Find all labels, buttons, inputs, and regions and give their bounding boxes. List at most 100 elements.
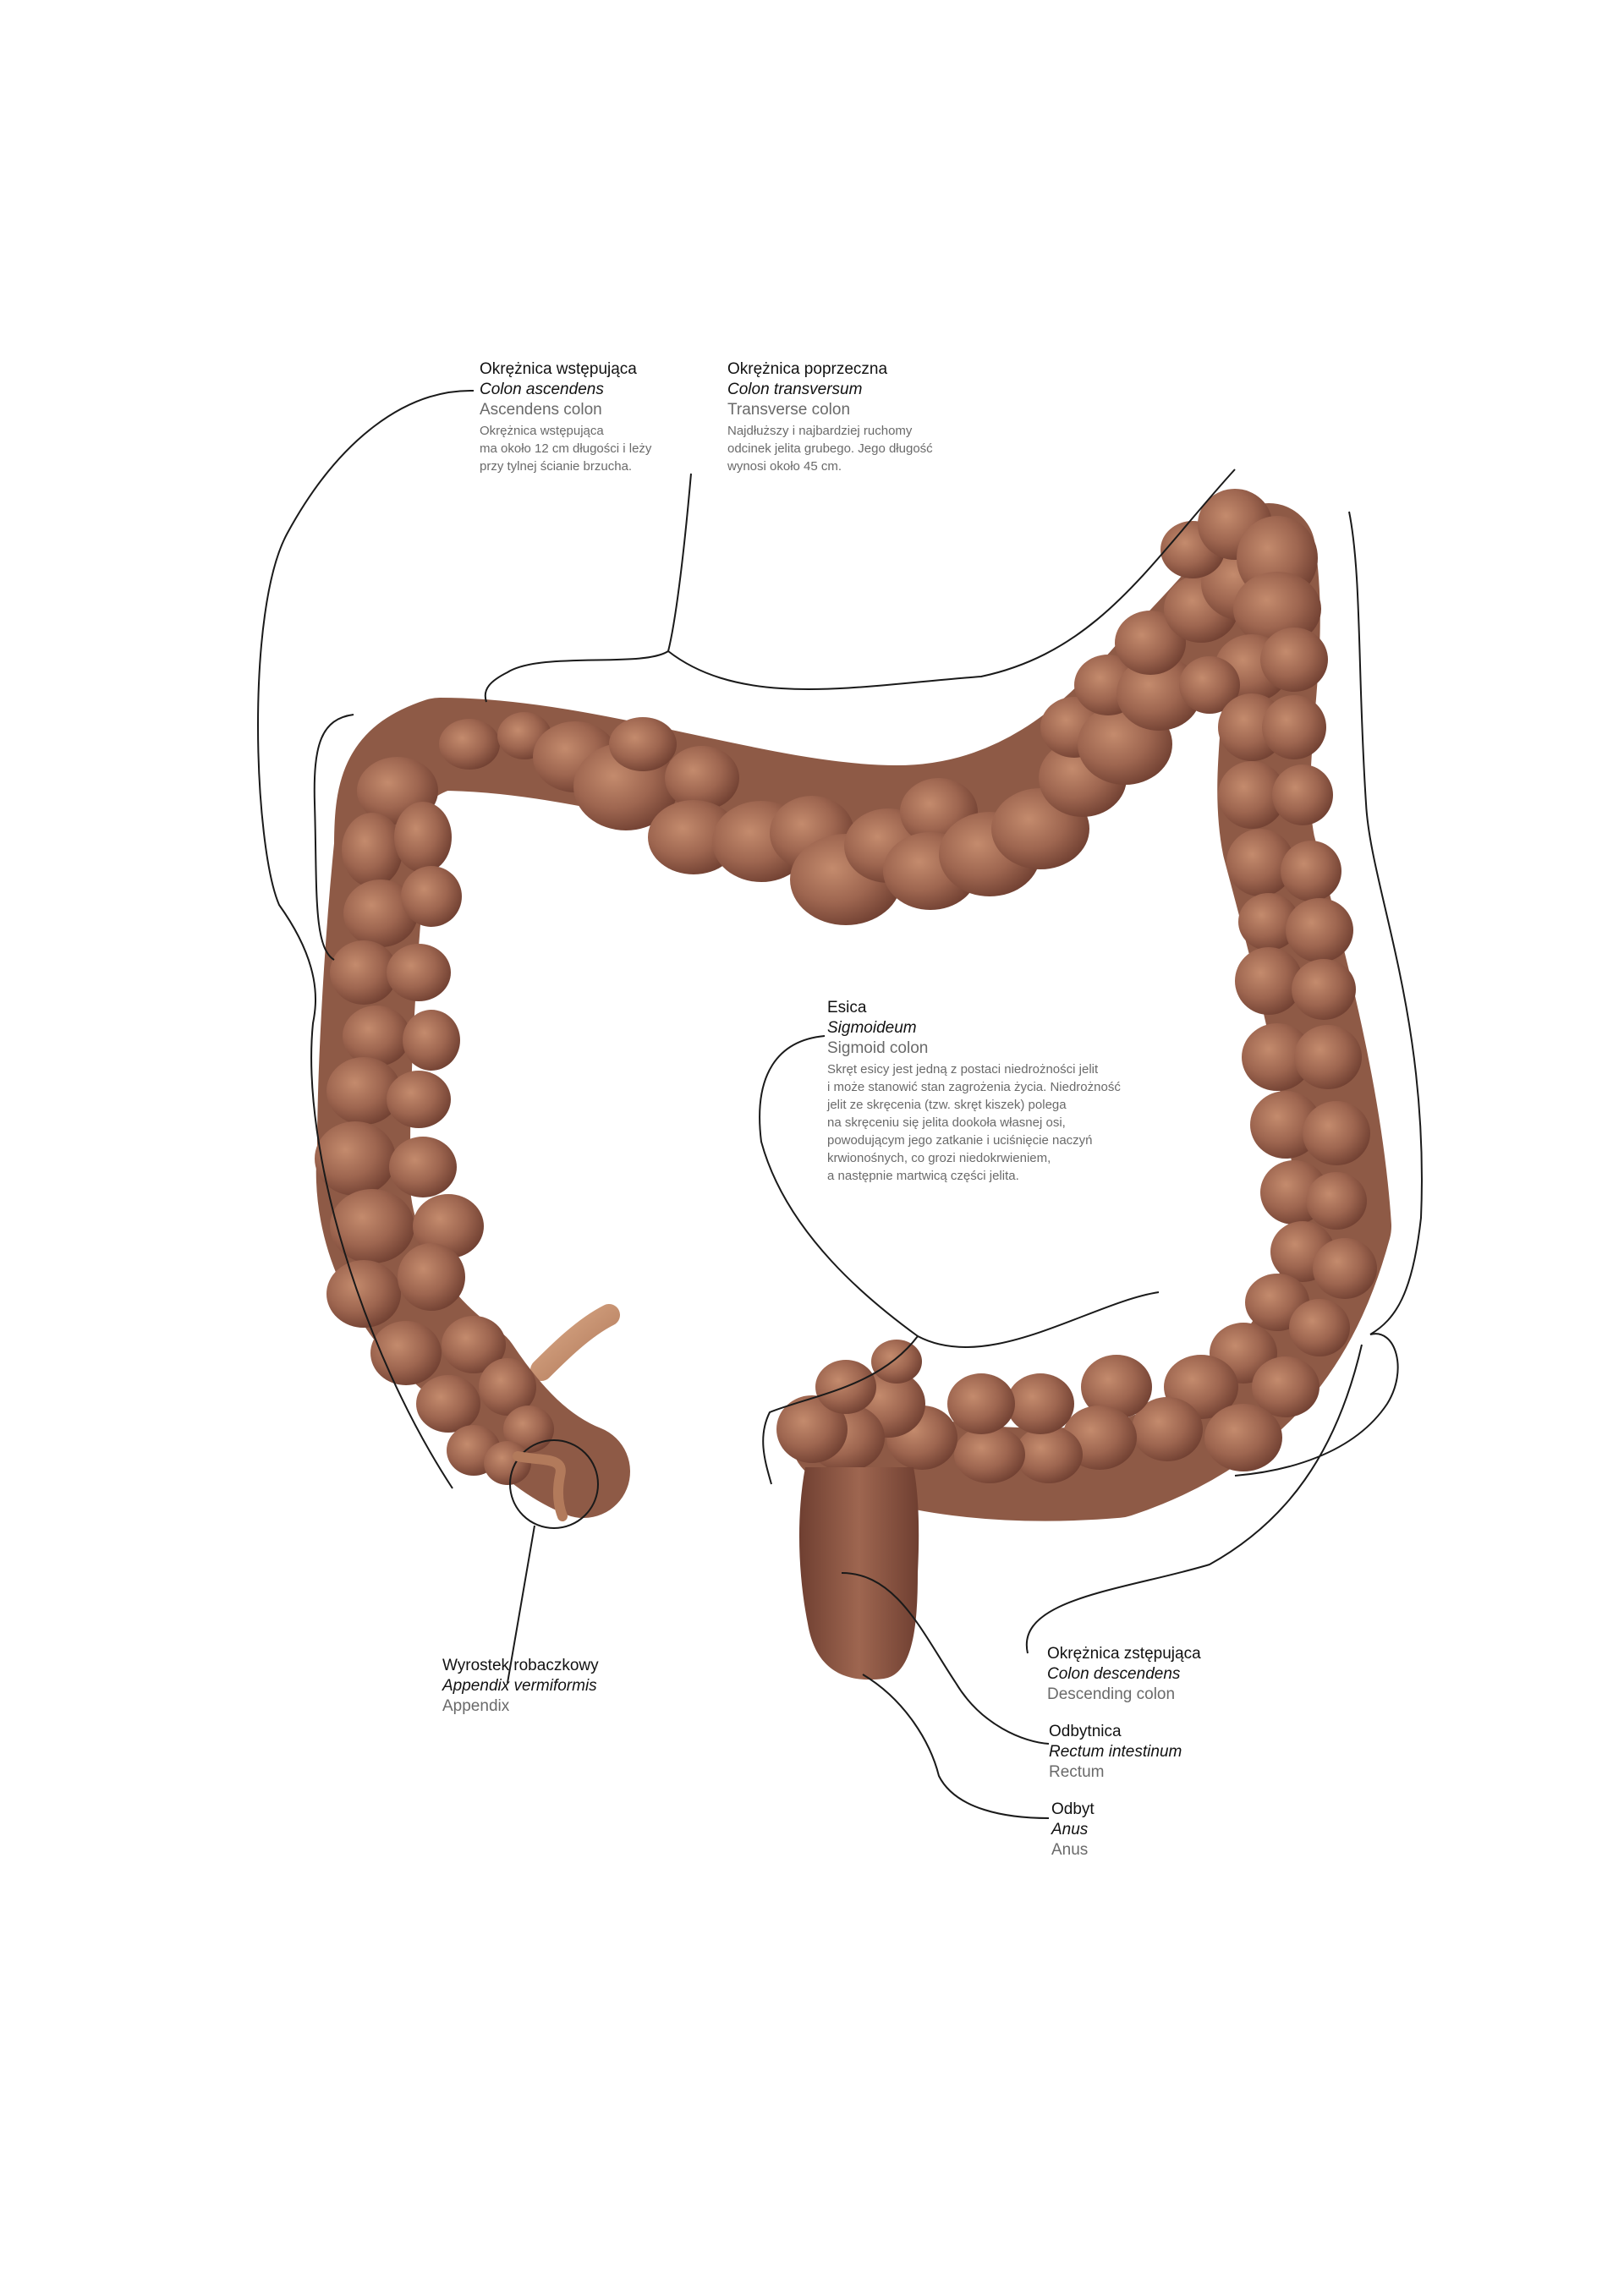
- haustrum-pouch: [1252, 1356, 1320, 1417]
- haustrum-pouch: [484, 1441, 531, 1485]
- haustrum-pouch: [947, 1373, 1015, 1434]
- haustrum-pouch: [315, 1121, 396, 1196]
- haustrum-pouch: [1289, 1299, 1350, 1356]
- rectum-leader-line: [841, 1572, 1050, 1745]
- label-ascending-colon: Okrężnica wstępująca Colon ascendens Asc…: [480, 359, 651, 475]
- descending-english: Descending colon: [1047, 1685, 1176, 1703]
- haustrum-pouch: [1233, 572, 1321, 646]
- sigmoid-desc-line: jelit ze skręcenia (tzw. skręt kiszek) p…: [827, 1098, 1067, 1112]
- transverse-leader-line: [484, 473, 692, 703]
- rectum-english: Rectum: [1049, 1763, 1105, 1781]
- sigmoid-desc-line: Skręt esicy jest jedną z postaci niedroż…: [827, 1062, 1099, 1077]
- rectum-shape: [798, 1467, 919, 1680]
- transverse-desc-line: Najdłuższy i najbardziej ruchomy: [727, 424, 913, 438]
- ascending-leader-line: [257, 389, 475, 1489]
- haustrum-pouch: [387, 944, 451, 1001]
- haustrum-pouch: [1235, 947, 1303, 1015]
- haustrum-pouch: [1292, 959, 1356, 1020]
- sigmoid-desc-line: i może stanowić stan zagrożenia życia. N…: [827, 1080, 1121, 1094]
- transverse-latin: Colon transversum: [727, 381, 863, 398]
- haustrum-pouch: [1272, 764, 1333, 825]
- haustrum-pouch: [1015, 1426, 1083, 1483]
- haustrum-pouch: [776, 1395, 848, 1463]
- label-transverse-colon: Okrężnica poprzeczna Colon transversum T…: [727, 359, 933, 475]
- label-rectum: Odbytnica Rectum intestinum Rectum: [1049, 1722, 1182, 1783]
- ascending-desc-line: Okrężnica wstępująca: [480, 424, 604, 438]
- transverse-bracket-line: [667, 469, 1236, 690]
- sigmoid-english: Sigmoid colon: [827, 1039, 929, 1057]
- haustrum-pouch: [1303, 1101, 1370, 1165]
- haustrum-pouch: [343, 1006, 410, 1066]
- haustrum-pouch: [398, 1243, 465, 1311]
- haustrum-pouch: [1226, 829, 1294, 896]
- transverse-desc-line: wynosi około 45 cm.: [727, 459, 842, 474]
- haustrum-pouch: [609, 717, 677, 771]
- ascending-title: Okrężnica wstępująca: [480, 360, 637, 378]
- sigmoid-desc-line: a następnie martwicą części jelita.: [827, 1169, 1019, 1183]
- transverse-english: Transverse colon: [727, 401, 851, 419]
- haustrum-pouch: [403, 1010, 460, 1071]
- ascending-desc-line: ma około 12 cm długości i leży: [480, 441, 652, 456]
- haustrum-pouch: [1081, 1355, 1152, 1419]
- haustrum-pouch: [326, 1057, 401, 1125]
- label-sigmoid-colon: Esica Sigmoideum Sigmoid colon Skręt esi…: [827, 998, 1121, 1185]
- label-appendix: Wyrostek robaczkowy Appendix vermiformis…: [442, 1656, 599, 1717]
- haustrum-pouch: [665, 746, 739, 810]
- ascending-bracket-line: [313, 714, 354, 961]
- haustrum-pouch: [439, 719, 500, 770]
- sigmoid-desc-line: powodującym jego zatkanie i uciśnięcie n…: [827, 1133, 1093, 1148]
- descending-latin: Colon descendens: [1047, 1665, 1181, 1683]
- haustrum-pouch: [416, 1375, 480, 1433]
- transverse-desc-line: odcinek jelita grubego. Jego długość: [727, 441, 933, 456]
- sigmoid-latin: Sigmoideum: [827, 1019, 917, 1037]
- appendix-highlight-circle: [509, 1439, 599, 1529]
- descending-bracket-line: [1348, 511, 1423, 1335]
- haustrum-pouch: [1007, 1373, 1074, 1434]
- colon-haustra: [315, 489, 1377, 1485]
- haustrum-pouch: [326, 1260, 401, 1328]
- label-descending-colon: Okrężnica zstępująca Colon descendens De…: [1047, 1644, 1201, 1705]
- haustrum-pouch: [1262, 695, 1326, 759]
- haustrum-pouch: [401, 866, 462, 927]
- haustrum-pouch: [330, 1189, 414, 1263]
- haustrum-pouch: [1250, 1091, 1321, 1159]
- appendix-english: Appendix: [442, 1697, 510, 1715]
- ascending-latin: Colon ascendens: [480, 381, 604, 398]
- haustrum-pouch: [394, 802, 452, 873]
- appendix-latin: Appendix vermiformis: [442, 1677, 597, 1695]
- haustrum-pouch: [330, 940, 398, 1005]
- rectum-title: Odbytnica: [1049, 1723, 1122, 1740]
- anus-latin: Anus: [1051, 1821, 1089, 1838]
- haustrum-pouch: [1179, 656, 1240, 714]
- haustrum-pouch: [343, 879, 418, 947]
- haustrum-pouch: [1281, 841, 1341, 901]
- ascending-english: Ascendens colon: [480, 401, 602, 419]
- sigmoid-description: Skręt esicy jest jedną z postaci niedroż…: [827, 1060, 1121, 1185]
- haustrum-pouch: [387, 1071, 451, 1128]
- transverse-title: Okrężnica poprzeczna: [727, 360, 888, 378]
- haustrum-pouch: [1132, 1397, 1203, 1461]
- appendix-title: Wyrostek robaczkowy: [442, 1657, 599, 1674]
- sigmoid-lower-bracket: [762, 1335, 919, 1485]
- haustrum-pouch: [389, 1137, 457, 1197]
- sigmoid-desc-line: krwionośnych, co grozi niedokrwieniem,: [827, 1151, 1051, 1165]
- sigmoid-desc-line: na skręceniu się jelita dookoła własnej …: [827, 1115, 1066, 1130]
- appendix-leader-line: [507, 1525, 535, 1684]
- haustrum-pouch: [871, 1340, 922, 1384]
- haustrum-pouch: [1116, 656, 1201, 731]
- haustrum-pouch: [1294, 1025, 1362, 1089]
- haustrum-pouch: [1204, 1404, 1282, 1471]
- ascending-description: Okrężnica wstępująca ma około 12 cm dług…: [480, 422, 651, 475]
- haustrum-pouch: [1313, 1238, 1377, 1299]
- ascending-desc-line: przy tylnej ścianie brzucha.: [480, 459, 633, 474]
- sigmoid-title: Esica: [827, 999, 867, 1016]
- descending-leader-line: [1025, 1344, 1363, 1654]
- haustrum-pouch: [1115, 611, 1186, 675]
- anus-english: Anus: [1051, 1841, 1089, 1859]
- haustrum-pouch: [413, 1194, 484, 1258]
- haustrum-pouch: [1218, 761, 1286, 829]
- haustrum-pouch: [479, 1358, 536, 1416]
- haustrum-pouch: [1242, 1023, 1313, 1091]
